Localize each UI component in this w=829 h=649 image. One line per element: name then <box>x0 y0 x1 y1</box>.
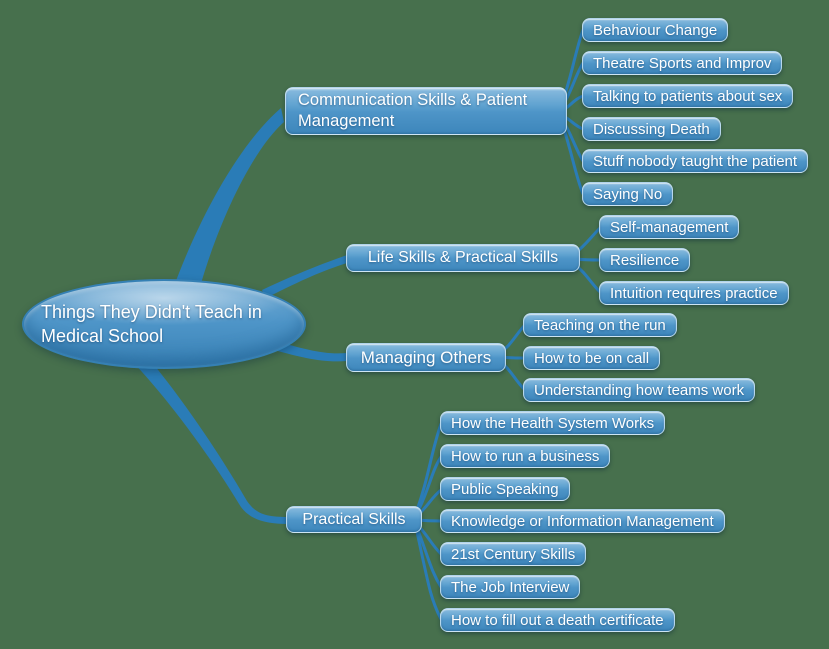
branch-line-managing-others <box>274 341 347 362</box>
node-the-job-interview[interactable]: The Job Interview <box>440 575 581 599</box>
branch-line-communication <box>170 108 284 302</box>
node-21st-century-skills[interactable]: 21st Century Skills <box>440 542 587 566</box>
node-teaching-on-the-run[interactable]: Teaching on the run <box>523 313 677 337</box>
branch-line-child <box>414 523 443 589</box>
branch-line-practical-skills <box>132 355 288 524</box>
node-resilience[interactable]: Resilience <box>599 248 691 272</box>
topic-node-life-skills[interactable]: Life Skills & Practical Skills <box>346 244 580 272</box>
node-how-the-health-system-works[interactable]: How the Health System Works <box>440 411 666 435</box>
topic-node-practical-skills[interactable]: Practical Skills <box>286 506 422 533</box>
node-how-to-be-on-call[interactable]: How to be on call <box>523 346 661 370</box>
node-talking-to-patients-about-sex[interactable]: Talking to patients about sex <box>582 84 794 108</box>
node-discussing-death[interactable]: Discussing Death <box>582 117 721 141</box>
node-public-speaking[interactable]: Public Speaking <box>440 477 570 501</box>
node-knowledge-or-information-management[interactable]: Knowledge or Information Management <box>440 509 725 533</box>
node-how-to-run-a-business[interactable]: How to run a business <box>440 444 611 468</box>
node-behaviour-change[interactable]: Behaviour Change <box>582 18 729 42</box>
node-intuition-requires-practice[interactable]: Intuition requires practice <box>599 281 789 305</box>
branch-line-child <box>414 422 443 515</box>
branch-line-life-skills <box>262 255 347 298</box>
topic-node-managing-others[interactable]: Managing Others <box>346 343 506 372</box>
node-stuff-nobody-taught-the-patient[interactable]: Stuff nobody taught the patient <box>582 149 809 173</box>
node-saying-no[interactable]: Saying No <box>582 182 674 206</box>
topic-node-communication-skills[interactable]: Communication Skills & Patient Managemen… <box>285 87 567 135</box>
branch-line-child <box>414 525 443 621</box>
node-understanding-how-teams-work[interactable]: Understanding how teams work <box>523 378 756 402</box>
node-theatre-sports-and-improv[interactable]: Theatre Sports and Improv <box>582 51 783 75</box>
root-node[interactable]: Things They Didn't Teach in Medical Scho… <box>22 279 306 369</box>
node-how-to-fill-out-a-death-certificate[interactable]: How to fill out a death certificate <box>440 608 675 632</box>
node-self-management[interactable]: Self-management <box>599 215 740 239</box>
